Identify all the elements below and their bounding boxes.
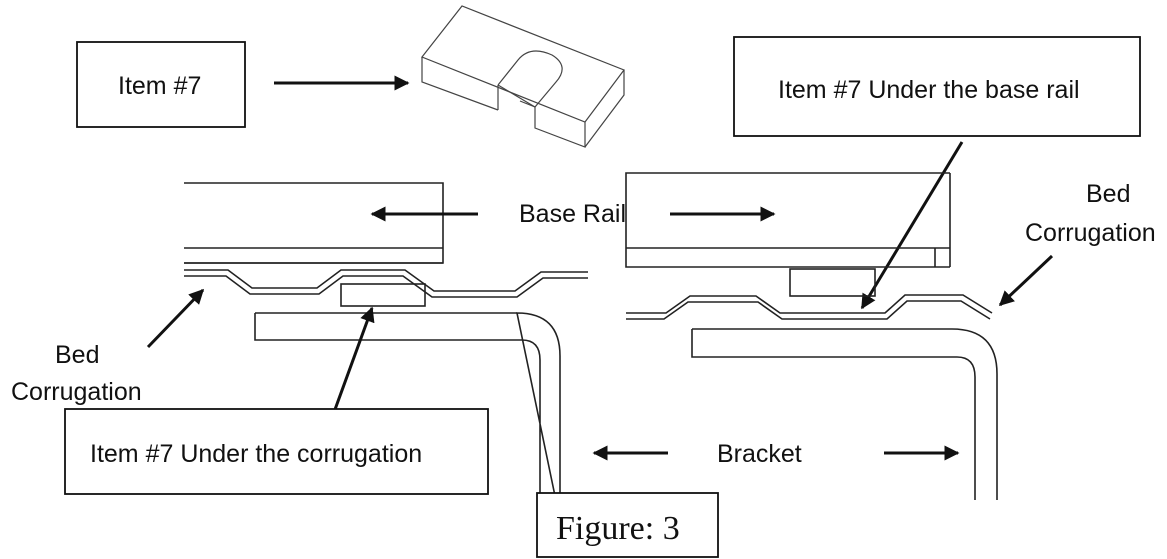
bed-corrugation-left-label-2: Corrugation bbox=[11, 378, 142, 406]
bed-corrugation-left-label-1: Bed bbox=[55, 341, 99, 369]
bed-corrugation-right-label-2: Corrugation bbox=[1025, 219, 1156, 247]
base-rail-label: Base Rail bbox=[519, 200, 626, 228]
right-base-rail bbox=[625, 172, 951, 268]
left-bed-corrugation bbox=[184, 269, 588, 298]
item7-label: Item #7 bbox=[118, 72, 201, 100]
right-bracket bbox=[691, 328, 998, 500]
figure-caption-box: Figure: 3 bbox=[536, 492, 719, 558]
item7-under-base-rail-part bbox=[789, 268, 876, 297]
left-base-rail bbox=[184, 182, 444, 264]
figure-caption: Figure: 3 bbox=[556, 510, 680, 547]
item7-under-base-rail-box: Item #7 Under the base rail bbox=[733, 36, 1141, 137]
item7-under-corrugation-part bbox=[340, 283, 426, 307]
item7-label-box: Item #7 bbox=[76, 41, 246, 128]
bed-corrugation-right-label-1: Bed bbox=[1086, 180, 1130, 208]
item7-under-base-rail-label: Item #7 Under the base rail bbox=[778, 76, 1080, 104]
bracket-label: Bracket bbox=[717, 440, 802, 468]
left-bracket bbox=[254, 312, 561, 521]
base-rail-callout-arrow bbox=[860, 141, 964, 310]
bed-corrugation-right-arrow bbox=[998, 254, 1054, 307]
bed-corrugation-left-arrow bbox=[146, 288, 205, 349]
item7-under-corrugation-label: Item #7 Under the corrugation bbox=[90, 440, 422, 468]
item7-part-drawing bbox=[421, 5, 625, 148]
corrugation-callout-arrow bbox=[331, 306, 375, 416]
right-bed-corrugation bbox=[626, 294, 993, 320]
item7-under-corrugation-box: Item #7 Under the corrugation bbox=[64, 408, 489, 495]
